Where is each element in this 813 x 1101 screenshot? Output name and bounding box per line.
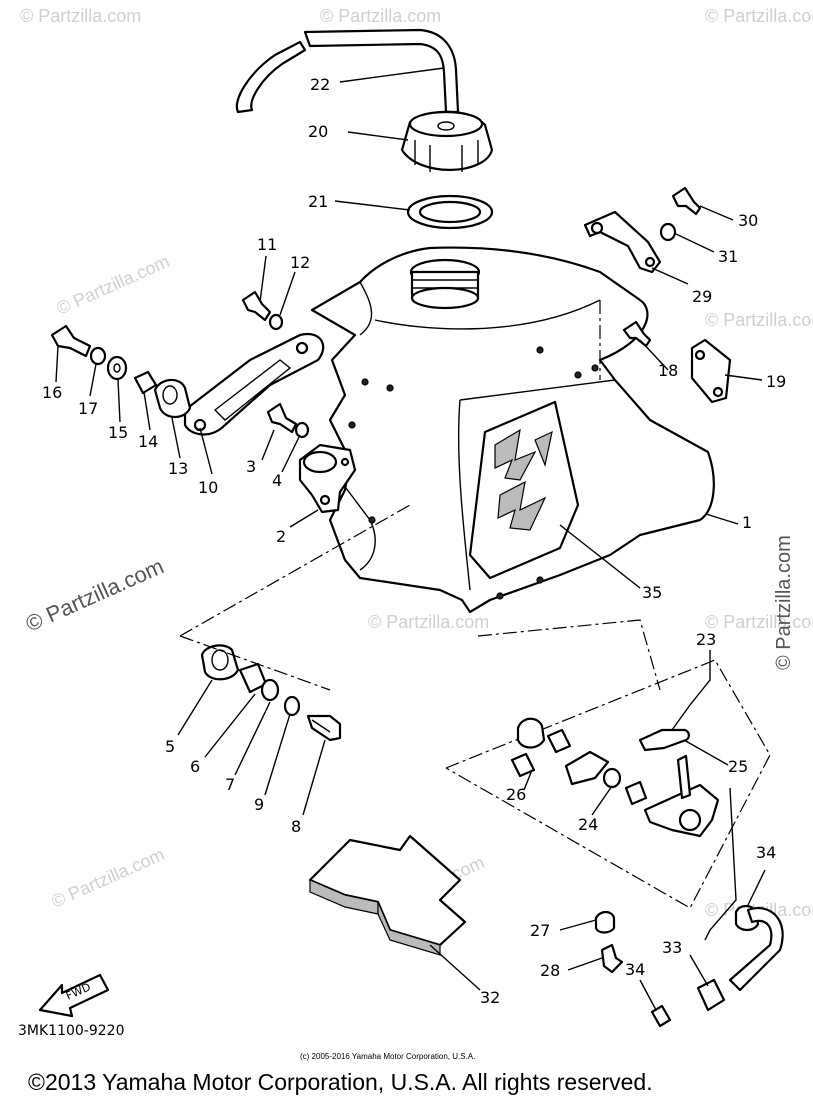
callout-7: 7 bbox=[225, 775, 235, 794]
callout-29: 29 bbox=[692, 287, 712, 306]
watermark-large: © Partzilla.com bbox=[22, 553, 168, 636]
tank-decal bbox=[468, 400, 580, 580]
diagram-code: 3MK1100-9220 bbox=[18, 1023, 124, 1039]
leader-lines bbox=[55, 67, 766, 1011]
callout-13: 13 bbox=[168, 459, 188, 478]
callout-35: 35 bbox=[642, 583, 662, 602]
callout-26: 26 bbox=[506, 785, 526, 804]
fuel-cap bbox=[400, 110, 494, 172]
fuel-cock bbox=[179, 300, 784, 1028]
callout-23: 23 bbox=[696, 630, 716, 649]
callout-5: 5 bbox=[165, 737, 175, 756]
watermark: © Partzilla.com bbox=[48, 844, 167, 912]
callout-9: 9 bbox=[254, 795, 264, 814]
watermark: © Partzilla.com bbox=[705, 612, 813, 632]
callout-17: 17 bbox=[78, 399, 98, 418]
callout-22: 22 bbox=[310, 75, 330, 94]
callout-1: 1 bbox=[742, 513, 752, 532]
watermark: © Partzilla.com bbox=[705, 310, 813, 330]
callout-25: 25 bbox=[728, 757, 748, 776]
bracket bbox=[183, 332, 325, 436]
callout-16: 16 bbox=[42, 383, 62, 402]
bracket-2 bbox=[298, 443, 357, 514]
callout-34: 34 bbox=[756, 843, 776, 862]
callout-12: 12 bbox=[290, 253, 310, 272]
hardware-right bbox=[583, 186, 732, 404]
lower-mount-parts bbox=[200, 644, 342, 742]
watermark: © Partzilla.com bbox=[705, 6, 813, 26]
callout-19: 19 bbox=[766, 372, 786, 391]
callout-15: 15 bbox=[108, 423, 128, 442]
callout-32: 32 bbox=[480, 988, 500, 1007]
callout-27: 27 bbox=[530, 921, 550, 940]
callout-28: 28 bbox=[540, 961, 560, 980]
callout-20: 20 bbox=[308, 122, 328, 141]
copyright: ©2013 Yamaha Motor Corporation, U.S.A. A… bbox=[28, 1069, 653, 1095]
callout-6: 6 bbox=[190, 757, 200, 776]
callout-34: 34 bbox=[625, 960, 645, 979]
callout-10: 10 bbox=[198, 478, 218, 497]
callout-4: 4 bbox=[272, 471, 282, 490]
callout-3: 3 bbox=[246, 457, 256, 476]
callout-33: 33 bbox=[662, 938, 682, 957]
callouts: 1 2 3 4 5 6 7 8 9 10 11 12 13 14 15 16 1… bbox=[42, 75, 786, 1007]
watermark-large: © Partzilla.com bbox=[773, 535, 795, 670]
hardware-left bbox=[50, 290, 310, 439]
callout-21: 21 bbox=[308, 192, 328, 211]
source-note: (c) 2005-2016 Yamaha Motor Corporation, … bbox=[300, 1052, 475, 1061]
callout-24: 24 bbox=[578, 815, 598, 834]
fwd-arrow: FWD bbox=[38, 973, 110, 1018]
watermark: © Partzilla.com bbox=[53, 251, 172, 319]
callout-14: 14 bbox=[138, 432, 158, 451]
callout-18: 18 bbox=[658, 361, 678, 380]
callout-31: 31 bbox=[718, 247, 738, 266]
cap-gasket bbox=[406, 194, 494, 230]
callout-30: 30 bbox=[738, 211, 758, 230]
watermark: © Partzilla.com bbox=[368, 612, 489, 632]
callout-2: 2 bbox=[276, 527, 286, 546]
fuel-pad bbox=[308, 834, 467, 956]
callout-8: 8 bbox=[291, 817, 301, 836]
callout-11: 11 bbox=[257, 235, 277, 254]
watermark: © Partzilla.com bbox=[20, 6, 141, 26]
watermark: © Partzilla.com bbox=[320, 6, 441, 26]
